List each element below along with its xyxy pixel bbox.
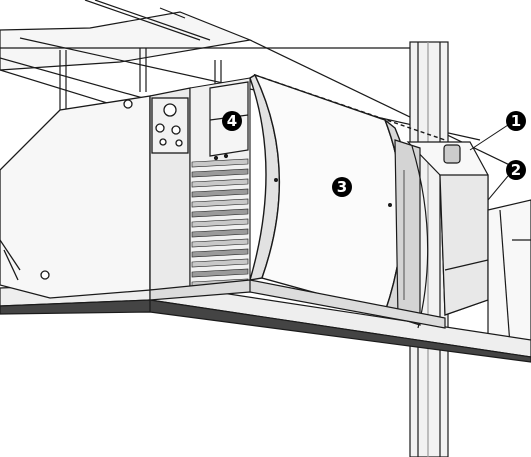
louver-slat bbox=[191, 258, 249, 268]
callout-3: 3 bbox=[332, 177, 352, 197]
louver-slat bbox=[191, 208, 249, 218]
louver-slat bbox=[191, 268, 249, 278]
louver-slat bbox=[191, 228, 249, 238]
callout-2: 2 bbox=[506, 160, 526, 180]
callout-4: 4 bbox=[222, 111, 242, 131]
louver-slat bbox=[191, 198, 249, 208]
callout-4-label: 4 bbox=[227, 112, 237, 130]
callout-leaders bbox=[469, 124, 509, 201]
unit-bottom-flange bbox=[149, 279, 446, 329]
louver-slat bbox=[191, 238, 249, 248]
callout-4-marker bbox=[222, 111, 242, 131]
louver-slat bbox=[191, 188, 249, 198]
callout-1-label: 1 bbox=[511, 112, 521, 130]
callout-2-label: 2 bbox=[511, 161, 521, 179]
louver-slat bbox=[191, 158, 249, 168]
callout-2-marker bbox=[506, 160, 526, 180]
callout-3-marker bbox=[332, 177, 352, 197]
duct-extension bbox=[487, 199, 531, 356]
louver-slat bbox=[191, 178, 249, 188]
callout-1-marker bbox=[506, 111, 526, 131]
heater-housing bbox=[0, 87, 191, 299]
callout-1: 1 bbox=[506, 111, 526, 131]
shroud-section bbox=[394, 139, 429, 329]
louver-slat bbox=[191, 218, 249, 228]
louver-slat bbox=[191, 168, 249, 178]
mounting-bracket bbox=[406, 141, 489, 316]
louver-slat bbox=[191, 248, 249, 258]
callout-3-label: 3 bbox=[337, 178, 347, 196]
